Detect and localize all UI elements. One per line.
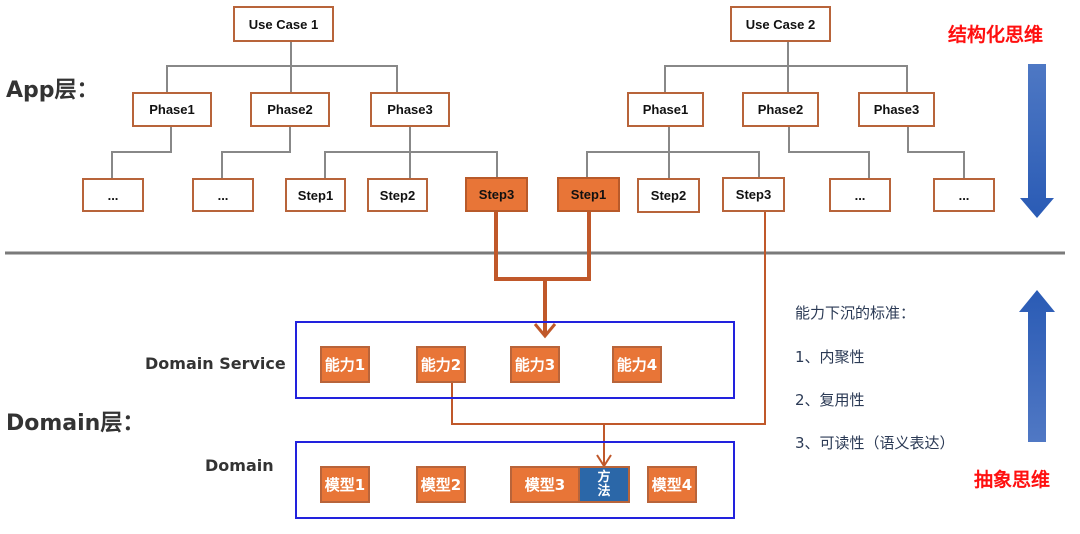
uc2-phase-2-step-node[interactable]: ...: [829, 178, 891, 212]
uc1-step-2-node[interactable]: Step2: [367, 178, 428, 212]
criteria-item-2: 2、复用性: [795, 391, 865, 409]
capability-2-box[interactable]: 能力2: [416, 346, 466, 383]
abstract-thinking-label: 抽象思维: [974, 469, 1051, 491]
arrow-down-icon: [1020, 64, 1054, 218]
uc2-step-1-node-highlighted[interactable]: Step1: [557, 177, 620, 212]
tree-lines-use-case-1: [111, 41, 498, 178]
uc1-phase-2-step-node[interactable]: ...: [192, 178, 254, 212]
arrow-up-icon: [1019, 290, 1055, 442]
uc1-phase-1-node[interactable]: Phase1: [132, 92, 212, 127]
uc1-phase-2-node[interactable]: Phase2: [250, 92, 330, 127]
domain-frame: [295, 441, 735, 519]
use-case-1-node[interactable]: Use Case 1: [233, 6, 334, 42]
method-char-1: 方: [597, 469, 611, 485]
criteria-item-3: 3、可读性（语义表达）: [795, 434, 955, 452]
app-layer-label: App层：: [6, 78, 99, 103]
model-4-box[interactable]: 模型4: [647, 466, 697, 503]
flow-to-capability-3: [494, 211, 591, 339]
uc2-phase-2-node[interactable]: Phase2: [742, 92, 819, 127]
capability-4-box[interactable]: 能力4: [612, 346, 662, 383]
domain-service-frame: [295, 321, 735, 399]
domain-service-label: Domain Service: [145, 354, 286, 373]
criteria-item-1: 1、内聚性: [795, 348, 865, 366]
capability-3-box[interactable]: 能力3: [510, 346, 560, 383]
uc2-step-2-node[interactable]: Step2: [637, 178, 700, 213]
uc2-phase-1-node[interactable]: Phase1: [627, 92, 704, 127]
uc1-phase-3-node[interactable]: Phase3: [370, 92, 450, 127]
method-char-2: 法: [597, 483, 611, 499]
domain-layer-label: Domain层：: [6, 411, 145, 436]
capability-1-box[interactable]: 能力1: [320, 346, 370, 383]
uc2-step-3-node[interactable]: Step3: [722, 177, 785, 212]
uc1-phase-1-step-node[interactable]: ...: [82, 178, 144, 212]
uc2-phase-3-step-node[interactable]: ...: [933, 178, 995, 212]
domain-label: Domain: [205, 456, 274, 475]
uc1-step-3-node-highlighted[interactable]: Step3: [465, 177, 528, 212]
method-box[interactable]: 方 法: [580, 466, 630, 503]
uc1-step-1-node[interactable]: Step1: [285, 178, 346, 212]
model-2-box[interactable]: 模型2: [416, 466, 466, 503]
uc2-phase-3-node[interactable]: Phase3: [858, 92, 935, 127]
tree-lines-use-case-2: [586, 41, 965, 178]
model-3-box[interactable]: 模型3: [510, 466, 580, 503]
criteria-title: 能力下沉的标准：: [795, 304, 916, 322]
model-1-box[interactable]: 模型1: [320, 466, 370, 503]
use-case-2-node[interactable]: Use Case 2: [730, 6, 831, 42]
structured-thinking-label: 结构化思维: [948, 24, 1044, 46]
